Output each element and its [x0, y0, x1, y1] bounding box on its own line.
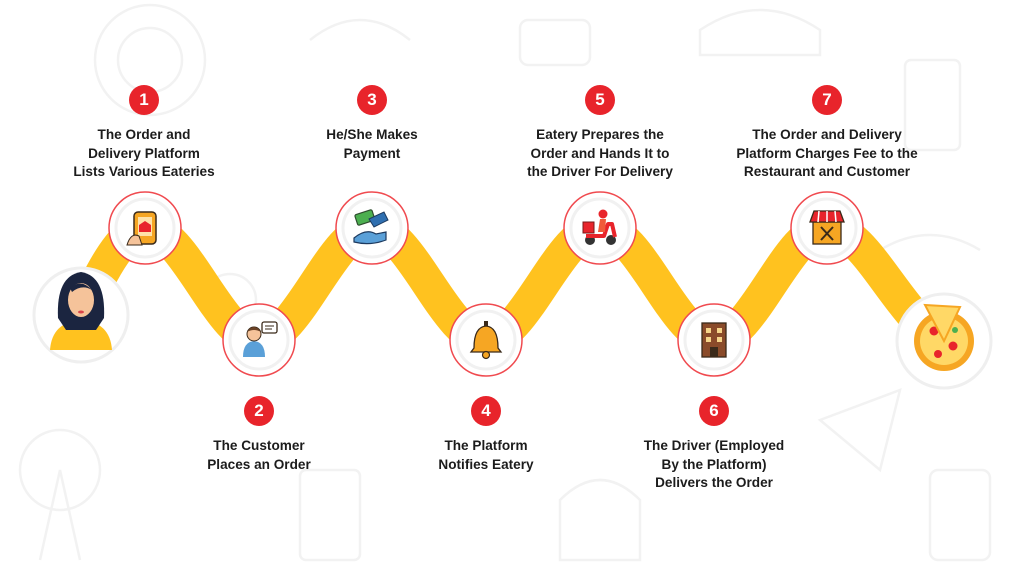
step-number-badge-2: 2 — [244, 396, 274, 426]
step-label-line: Delivers the Order — [655, 475, 773, 490]
step-number-badge-1: 1 — [129, 85, 159, 115]
step-number-badge-3: 3 — [357, 85, 387, 115]
step-label-line: Eatery Prepares the — [536, 127, 664, 142]
customer-chat-icon — [243, 321, 278, 357]
step-label-line: Delivery Platform — [88, 145, 200, 161]
step-label-line: He/She Makes — [326, 127, 418, 142]
step-number-badge-4: 4 — [471, 396, 501, 426]
step-label-6: The Driver (Employed By the Platform) Deli… — [609, 437, 819, 493]
step-number-badge-5: 5 — [585, 85, 615, 115]
step-node-3 — [335, 191, 409, 265]
step-label-line: The Driver (Employed — [643, 438, 785, 453]
step-label-line: The Platform — [444, 438, 528, 453]
step-label-line: Restaurant and Customer — [743, 164, 911, 179]
step-number-badge-6: 6 — [699, 396, 729, 426]
step-node-4 — [449, 303, 523, 377]
step-node-6 — [677, 303, 751, 377]
step-label-line: Order and Hands It to — [530, 145, 670, 161]
step-number-badge-7: 7 — [812, 85, 842, 115]
pizza-icon — [914, 303, 974, 371]
step-label-line: By the Platform) — [661, 456, 767, 472]
step-label-line: The Customer — [213, 438, 305, 453]
woman-customer-avatar-icon — [50, 272, 112, 350]
step-node-2 — [222, 303, 296, 377]
step-label-line: Places an Order — [207, 456, 311, 472]
step-label-line: the Driver For Delivery — [527, 164, 673, 179]
step-node-5 — [563, 191, 637, 265]
step-label-line: Lists Various Eateries — [73, 164, 215, 179]
end-pizza-node — [895, 292, 993, 390]
restaurant-storefront-icon — [809, 210, 845, 245]
step-label-line: The Order and Delivery — [752, 127, 902, 142]
step-label-line: Payment — [343, 145, 401, 161]
start-customer-node — [32, 266, 130, 364]
step-label-line: Notifies Eatery — [438, 456, 534, 472]
payment-handshake-icon — [353, 209, 389, 245]
step-node-1 — [108, 191, 182, 265]
step-node-7 — [790, 191, 864, 265]
delivery-scooter-icon — [582, 209, 617, 245]
notification-bell-icon — [469, 321, 503, 360]
step-label-line: The Order and — [97, 127, 191, 142]
building-door-icon — [701, 322, 727, 358]
step-label-line: Platform Charges Fee to the — [736, 145, 918, 161]
mobile-app-store-icon — [126, 211, 157, 246]
